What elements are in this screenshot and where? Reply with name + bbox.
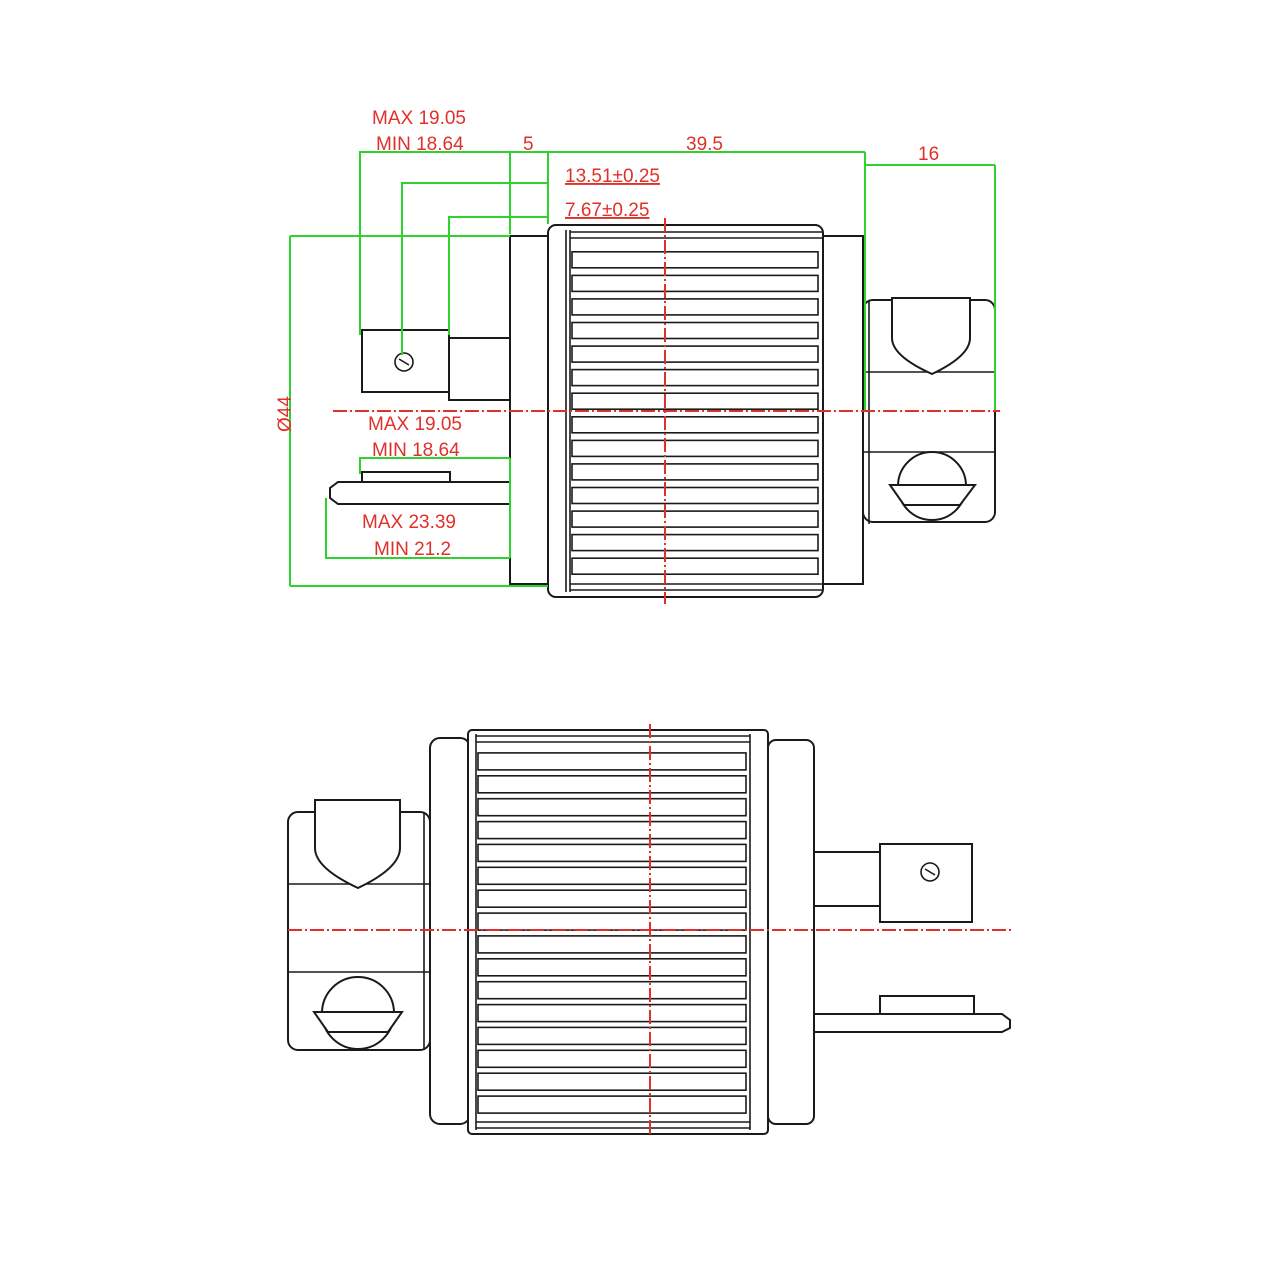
- top-fin-slot: [571, 533, 819, 552]
- top-fin-slot: [571, 557, 819, 576]
- bottom-fin-slot: [477, 843, 747, 863]
- bottom-view: [287, 724, 1012, 1136]
- top-fin-slot: [571, 510, 819, 528]
- label-gap: 5: [523, 134, 534, 155]
- bottom-fin-slot: [477, 957, 747, 977]
- top-fin-slot: [571, 274, 819, 293]
- top-fin-slot: [571, 298, 819, 316]
- top-dimension-lines: [289, 151, 996, 587]
- label-diameter: Ø44: [275, 396, 296, 432]
- bottom-blade-lower: [813, 995, 1011, 1033]
- label-pin-offset-2: 7.67±0.25: [565, 200, 649, 221]
- bottom-fin-slot: [477, 912, 747, 931]
- bottom-fin-slot: [477, 1003, 747, 1023]
- bottom-fin-slot: [477, 1095, 747, 1114]
- label-blade-top-max: MAX 19.05: [372, 108, 466, 129]
- bottom-fin-slot: [477, 866, 747, 886]
- top-view: MAX 19.05 MIN 18.64 5 39.5 16 13.51±0.25…: [275, 108, 1000, 604]
- bottom-blade-upper: [813, 843, 973, 923]
- label-cap-length: 16: [918, 144, 939, 165]
- bottom-rear-ring: [767, 739, 815, 1125]
- top-fin-slot: [571, 251, 819, 269]
- bottom-fin-slot: [477, 935, 747, 954]
- top-fin-slot: [571, 368, 819, 387]
- bottom-fin-slot: [477, 774, 747, 794]
- top-fin-slot: [571, 415, 819, 434]
- bottom-fin-slot: [477, 980, 747, 1000]
- label-body-length: 39.5: [686, 134, 723, 155]
- bottom-fin-slot: [477, 797, 747, 817]
- bottom-fin-slot: [477, 889, 747, 909]
- top-fin-slot: [571, 439, 819, 458]
- bottom-rear-cap: [287, 799, 431, 1051]
- label-blade-mid-max: MAX 19.05: [368, 414, 462, 435]
- label-blade-low-min: MIN 21.2: [374, 539, 451, 560]
- top-fin-slot: [571, 345, 819, 363]
- top-fin-slot: [571, 321, 819, 340]
- top-fin-slot: [571, 486, 819, 505]
- bottom-fin-slot: [477, 1072, 747, 1091]
- bottom-finned-body: [467, 729, 769, 1135]
- label-blade-low-max: MAX 23.39: [362, 512, 456, 533]
- bottom-fin-slot: [477, 1049, 747, 1069]
- label-blade-mid-min: MIN 18.64: [372, 440, 460, 461]
- bottom-fin-slot: [477, 1026, 747, 1046]
- bottom-fin-group: [477, 752, 747, 1114]
- bottom-fin-slot: [477, 752, 747, 771]
- top-blade-upper: [361, 329, 512, 401]
- top-dimension-labels: MAX 19.05 MIN 18.64 5 39.5 16 13.51±0.25…: [275, 108, 939, 560]
- bottom-fin-slot: [477, 820, 747, 840]
- label-blade-top-min: MIN 18.64: [376, 134, 464, 155]
- top-fin-group: [571, 251, 819, 576]
- label-pin-offset-1: 13.51±0.25: [565, 166, 660, 187]
- top-fin-slot: [571, 392, 819, 411]
- top-fin-slot: [571, 463, 819, 481]
- top-blade-lower: [329, 471, 511, 505]
